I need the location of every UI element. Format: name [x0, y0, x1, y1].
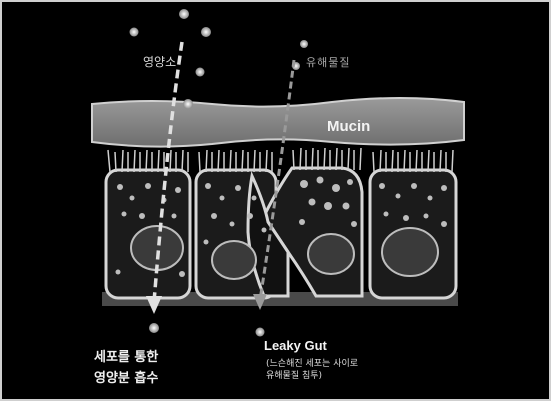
- leaky-gut-sub-line2: 유해물질 침투): [266, 370, 358, 382]
- leaky-gut-sub-line1: (느슨해진 세포는 사이로: [266, 358, 358, 370]
- leaky-gut-title: Leaky Gut: [264, 338, 327, 353]
- cell-absorption-line2: 영양분 흡수: [94, 368, 158, 389]
- nucleus: [131, 226, 183, 270]
- nucleus: [382, 228, 438, 276]
- cell-absorption-line1: 세포를 통한: [94, 347, 158, 368]
- cell-absorption-caption: 세포를 통한 영양분 흡수: [94, 347, 158, 389]
- nucleus: [308, 234, 354, 274]
- nucleus: [212, 241, 256, 279]
- mucin-label: Mucin: [327, 118, 370, 135]
- toxin-label: 유해물질: [306, 54, 350, 70]
- nutrient-label: 영양소: [143, 53, 176, 70]
- leaky-gut-subcaption: (느슨해진 세포는 사이로 유해물질 침투): [266, 358, 358, 382]
- mucin-layer: [92, 98, 464, 147]
